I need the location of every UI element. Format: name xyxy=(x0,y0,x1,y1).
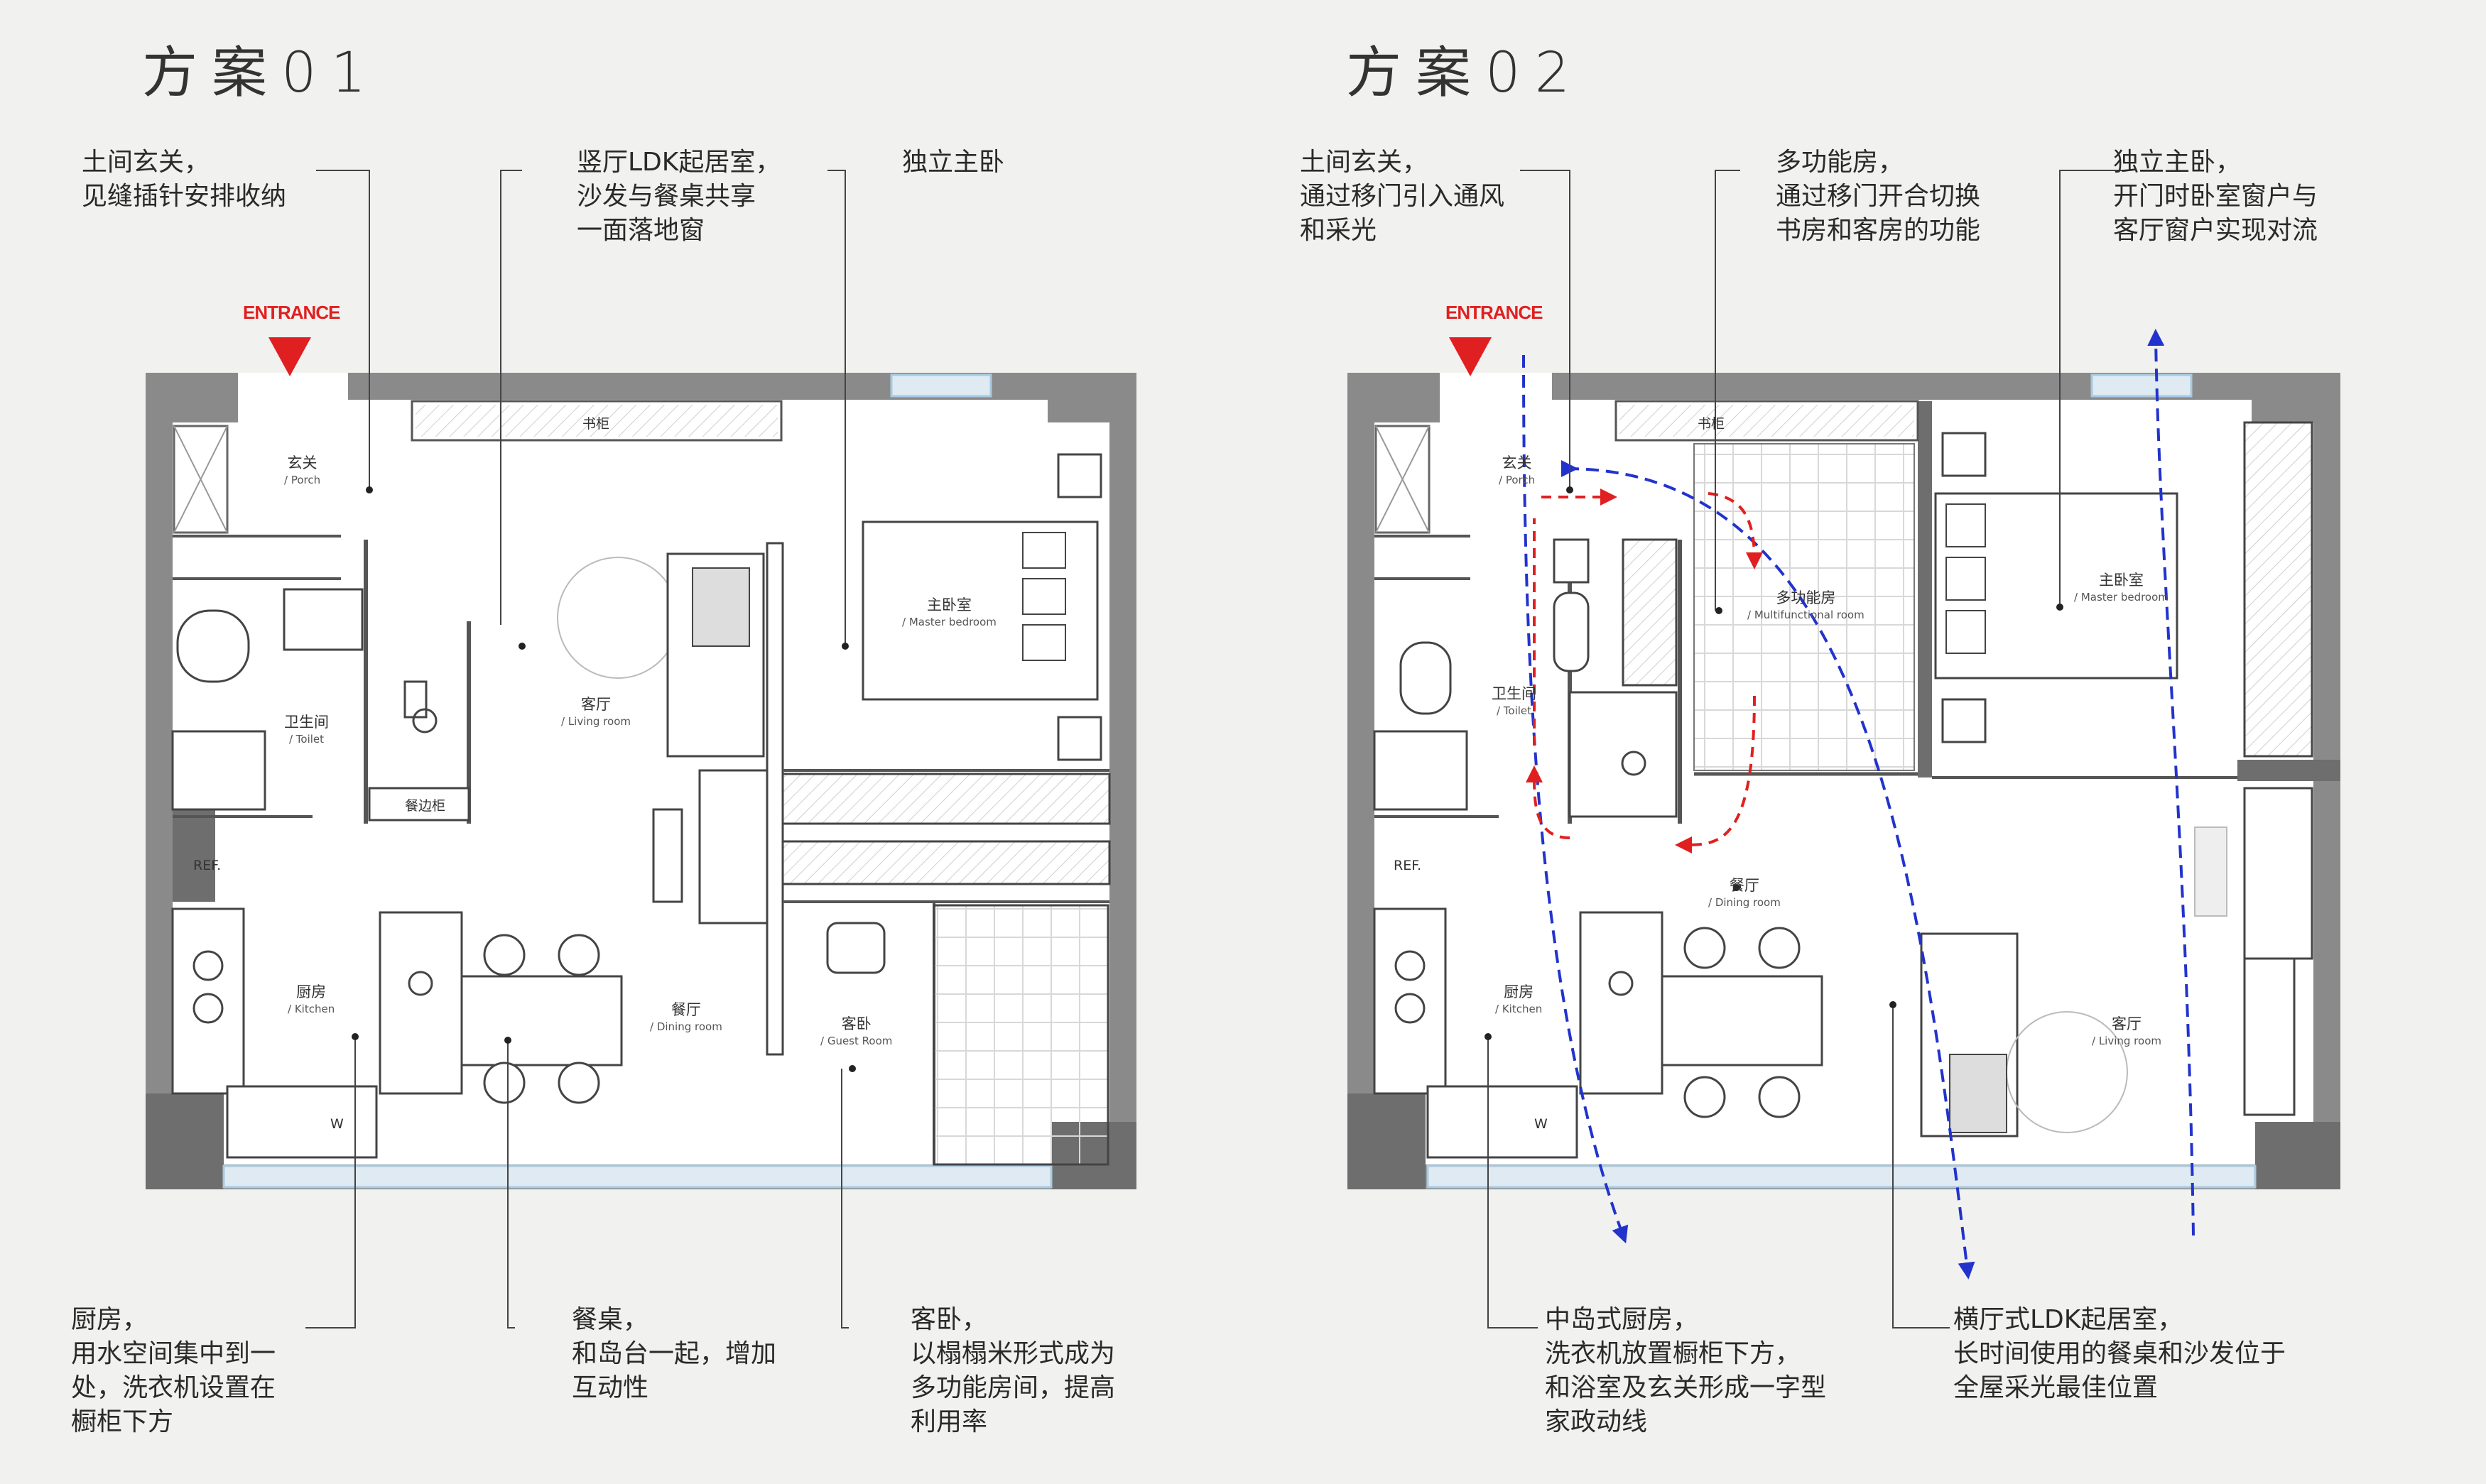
plan1-dining-annotation: 餐桌， 和岛台一起，增加 互动性 xyxy=(572,1303,776,1405)
plan1-room-guest: 客卧/ Guest Room xyxy=(820,1015,893,1047)
plan2-wall xyxy=(1552,373,2340,400)
plan1-wall xyxy=(348,373,1136,400)
plan2-multi-annotation: 多功能房， 通过移门开合切换 书房和客房的功能 xyxy=(1776,146,1980,248)
annotation-line: 横厅式LDK起居室， xyxy=(1953,1305,2183,1334)
plan2-ldk-annotation: 横厅式LDK起居室， 长时间使用的餐桌和沙发位于 全屋采光最佳位置 xyxy=(1953,1303,2286,1405)
plan1-master-annotation: 独立主卧 xyxy=(902,146,1004,180)
annotation-line: 餐桌， xyxy=(572,1305,649,1334)
plan1-kitchen-annotation: 厨房， 用水空间集中到一 处，洗衣机设置在 橱柜下方 xyxy=(71,1303,276,1439)
plan1-ref-label: REF. xyxy=(193,858,222,873)
plan2-wall xyxy=(2255,1122,2340,1189)
annotation-line: 厨房， xyxy=(71,1305,148,1334)
plan2-dining-table xyxy=(1661,975,1823,1066)
plan2-room-living: 客厅/ Living room xyxy=(2092,1015,2161,1047)
plan2-washer-label: W xyxy=(1534,1116,1548,1132)
annotation-line: 一面落地窗 xyxy=(577,216,705,245)
plan1-room-toilet: 卫生间/ Toilet xyxy=(284,714,329,746)
plan1-wall xyxy=(146,373,173,1189)
annotation-line: 用水空间集中到一 xyxy=(71,1339,276,1368)
plan1-washer-label: W xyxy=(330,1116,344,1132)
plan2-entrance-arrow xyxy=(1449,337,1492,376)
plan1-entrance-arrow xyxy=(268,337,311,376)
plan1-island xyxy=(379,911,463,1095)
plan2-ref-label: REF. xyxy=(1394,858,1422,873)
plan1-partition xyxy=(766,542,784,1056)
annotation-line: 洗衣机放置橱柜下方， xyxy=(1545,1339,1801,1368)
plan1-ldk-annotation: 竖厅LDK起居室， 沙发与餐桌共享 一面落地窗 xyxy=(577,146,781,248)
plan2-room-multi: 多功能房/ Multifunctional room xyxy=(1747,589,1864,621)
plan2-wall xyxy=(1347,373,1374,1189)
plan2-master-annotation: 独立主卧， 开门时卧室窗户与 客厅窗户实现对流 xyxy=(2113,146,2318,248)
annotation-line: 和采光 xyxy=(1300,216,1377,245)
plan2-window xyxy=(2090,373,2193,398)
plan1-bookcase-label: 书柜 xyxy=(582,416,610,432)
plan1-window xyxy=(890,373,992,398)
plan2-porch-annotation: 土间玄关， 通过移门引入通风 和采光 xyxy=(1300,146,1504,248)
plan1-window xyxy=(222,1164,1053,1189)
plan1-tatami xyxy=(933,904,1109,1166)
plan1-dining-table xyxy=(460,975,623,1066)
annotation-line: 竖厅LDK起居室， xyxy=(577,148,781,177)
annotation-line: 通过移门开合切换 xyxy=(1776,182,1981,211)
plan2-room-dining: 餐厅/ Dining room xyxy=(1708,877,1781,909)
plan2-leaders xyxy=(1487,170,2124,1328)
annotation-line: 独立主卧 xyxy=(902,148,1005,177)
annotation-line: 客厅窗户实现对流 xyxy=(2113,216,2318,245)
annotation-line: 沙发与餐桌共享 xyxy=(577,182,756,211)
plan2-entrance-label: ENTRANCE xyxy=(1445,302,1543,323)
annotation-line: 见缝插针安排收纳 xyxy=(82,182,287,211)
annotation-line: 互动性 xyxy=(572,1373,649,1402)
plan2-room-toilet: 卫生间/ Toilet xyxy=(1492,685,1536,717)
plan2-dots xyxy=(1484,486,2063,1040)
annotation-line: 书房和客房的功能 xyxy=(1776,216,1981,245)
plan1-porch-annotation: 土间玄关， 见缝插针安排收纳 xyxy=(82,146,286,214)
plan1-room-dining: 餐厅/ Dining room xyxy=(650,1001,722,1033)
plan1-wall xyxy=(1109,373,1136,1189)
plan2-island xyxy=(1579,911,1663,1095)
annotation-line: 利用率 xyxy=(911,1407,988,1436)
annotation-line: 多功能房间，提高 xyxy=(911,1373,1116,1402)
plan1-title: 方案01 xyxy=(142,41,381,105)
plan1-wall xyxy=(146,1093,224,1189)
plan2-wall xyxy=(1347,1093,1426,1189)
plan2-title: 方案02 xyxy=(1346,41,1585,105)
annotation-line: 处，洗衣机设置在 xyxy=(71,1373,276,1402)
annotation-line: 和浴室及玄关形成一字型 xyxy=(1545,1373,1827,1402)
plan1-drawing xyxy=(146,373,1136,1189)
plan2-bookcase-label: 书柜 xyxy=(1698,416,1725,432)
annotation-line: 长时间使用的餐桌和沙发位于 xyxy=(1953,1339,2286,1368)
annotation-line: 橱柜下方 xyxy=(71,1407,174,1436)
plan1-guest-annotation: 客卧， 以榻榻米形式成为 多功能房间，提高 利用率 xyxy=(911,1303,1115,1439)
plan1-entrance-label: ENTRANCE xyxy=(243,302,340,323)
annotation-line: 土间玄关， xyxy=(1300,148,1428,177)
plan2-room-master: 主卧室/ Master bedroom xyxy=(2074,572,2169,604)
plan2-room-kitchen: 厨房/ Kitchen xyxy=(1495,983,1543,1015)
annotation-line: 家政动线 xyxy=(1545,1407,1648,1436)
plan2-drawing xyxy=(1347,373,2340,1189)
plan2-room-porch: 玄关/ Porch xyxy=(1499,454,1536,486)
plan1-room-living: 客厅/ Living room xyxy=(561,696,631,728)
annotation-line: 以榻榻米形式成为 xyxy=(911,1339,1116,1368)
plan1-sideboard-label: 餐边柜 xyxy=(405,798,446,814)
plan2-circulation xyxy=(1526,489,1763,853)
plan1-dots xyxy=(352,486,856,1072)
plan2-kitchen-annotation: 中岛式厨房， 洗衣机放置橱柜下方， 和浴室及玄关形成一字型 家政动线 xyxy=(1545,1303,1826,1439)
annotation-line: 独立主卧， xyxy=(2113,148,2242,177)
plan1-room-porch: 玄关/ Porch xyxy=(284,454,321,486)
annotation-line: 客卧， xyxy=(911,1305,988,1334)
annotation-line: 土间玄关， xyxy=(82,148,210,177)
plan1-leaders xyxy=(305,170,849,1328)
annotation-line: 和岛台一起，增加 xyxy=(572,1339,777,1368)
annotation-line: 中岛式厨房， xyxy=(1545,1305,1699,1334)
annotation-line: 多功能房， xyxy=(1776,148,1904,177)
annotation-line: 通过移门引入通风 xyxy=(1300,182,1505,211)
plan2-window xyxy=(1426,1164,2257,1189)
plan1-sideboard xyxy=(368,787,470,822)
plan1-room-master: 主卧室/ Master bedroom xyxy=(902,596,997,628)
annotation-line: 全屋采光最佳位置 xyxy=(1953,1373,2159,1402)
plan1-room-kitchen: 厨房/ Kitchen xyxy=(288,983,335,1015)
annotation-line: 开门时卧室窗户与 xyxy=(2113,182,2318,211)
